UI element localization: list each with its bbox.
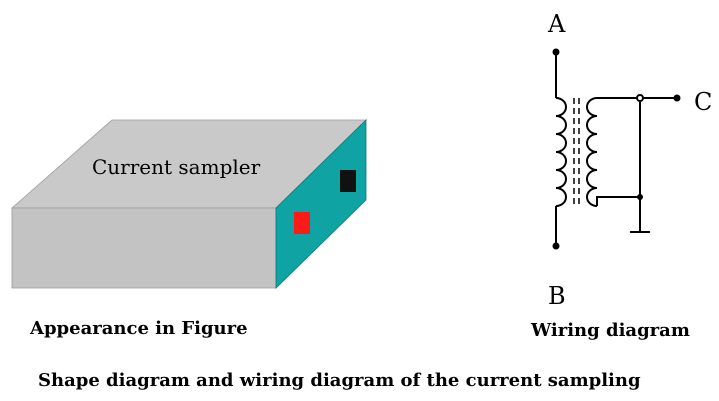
terminal-b-dot (552, 242, 560, 250)
red-terminal (294, 212, 310, 234)
terminal-b-label: B (548, 282, 566, 310)
terminal-a-label: A (547, 10, 566, 38)
current-sampler-box: Current sampler (10, 119, 367, 289)
wiring-diagram: A B C (547, 10, 712, 310)
appearance-caption: Appearance in Figure (30, 318, 248, 339)
black-terminal (340, 170, 356, 192)
box-side-face (275, 119, 367, 289)
terminal-c-dot (673, 94, 681, 102)
secondary-tap-hollow (636, 94, 644, 102)
device-label: Current sampler (92, 155, 261, 179)
secondary-lead-bottom (596, 196, 640, 206)
secondary-coil (586, 97, 598, 207)
wiring-caption: Wiring diagram (531, 320, 690, 341)
primary-coil (555, 97, 567, 207)
terminal-c-label: C (694, 88, 712, 116)
figure-caption: Shape diagram and wiring diagram of the … (38, 370, 641, 391)
box-front-face (11, 207, 277, 289)
